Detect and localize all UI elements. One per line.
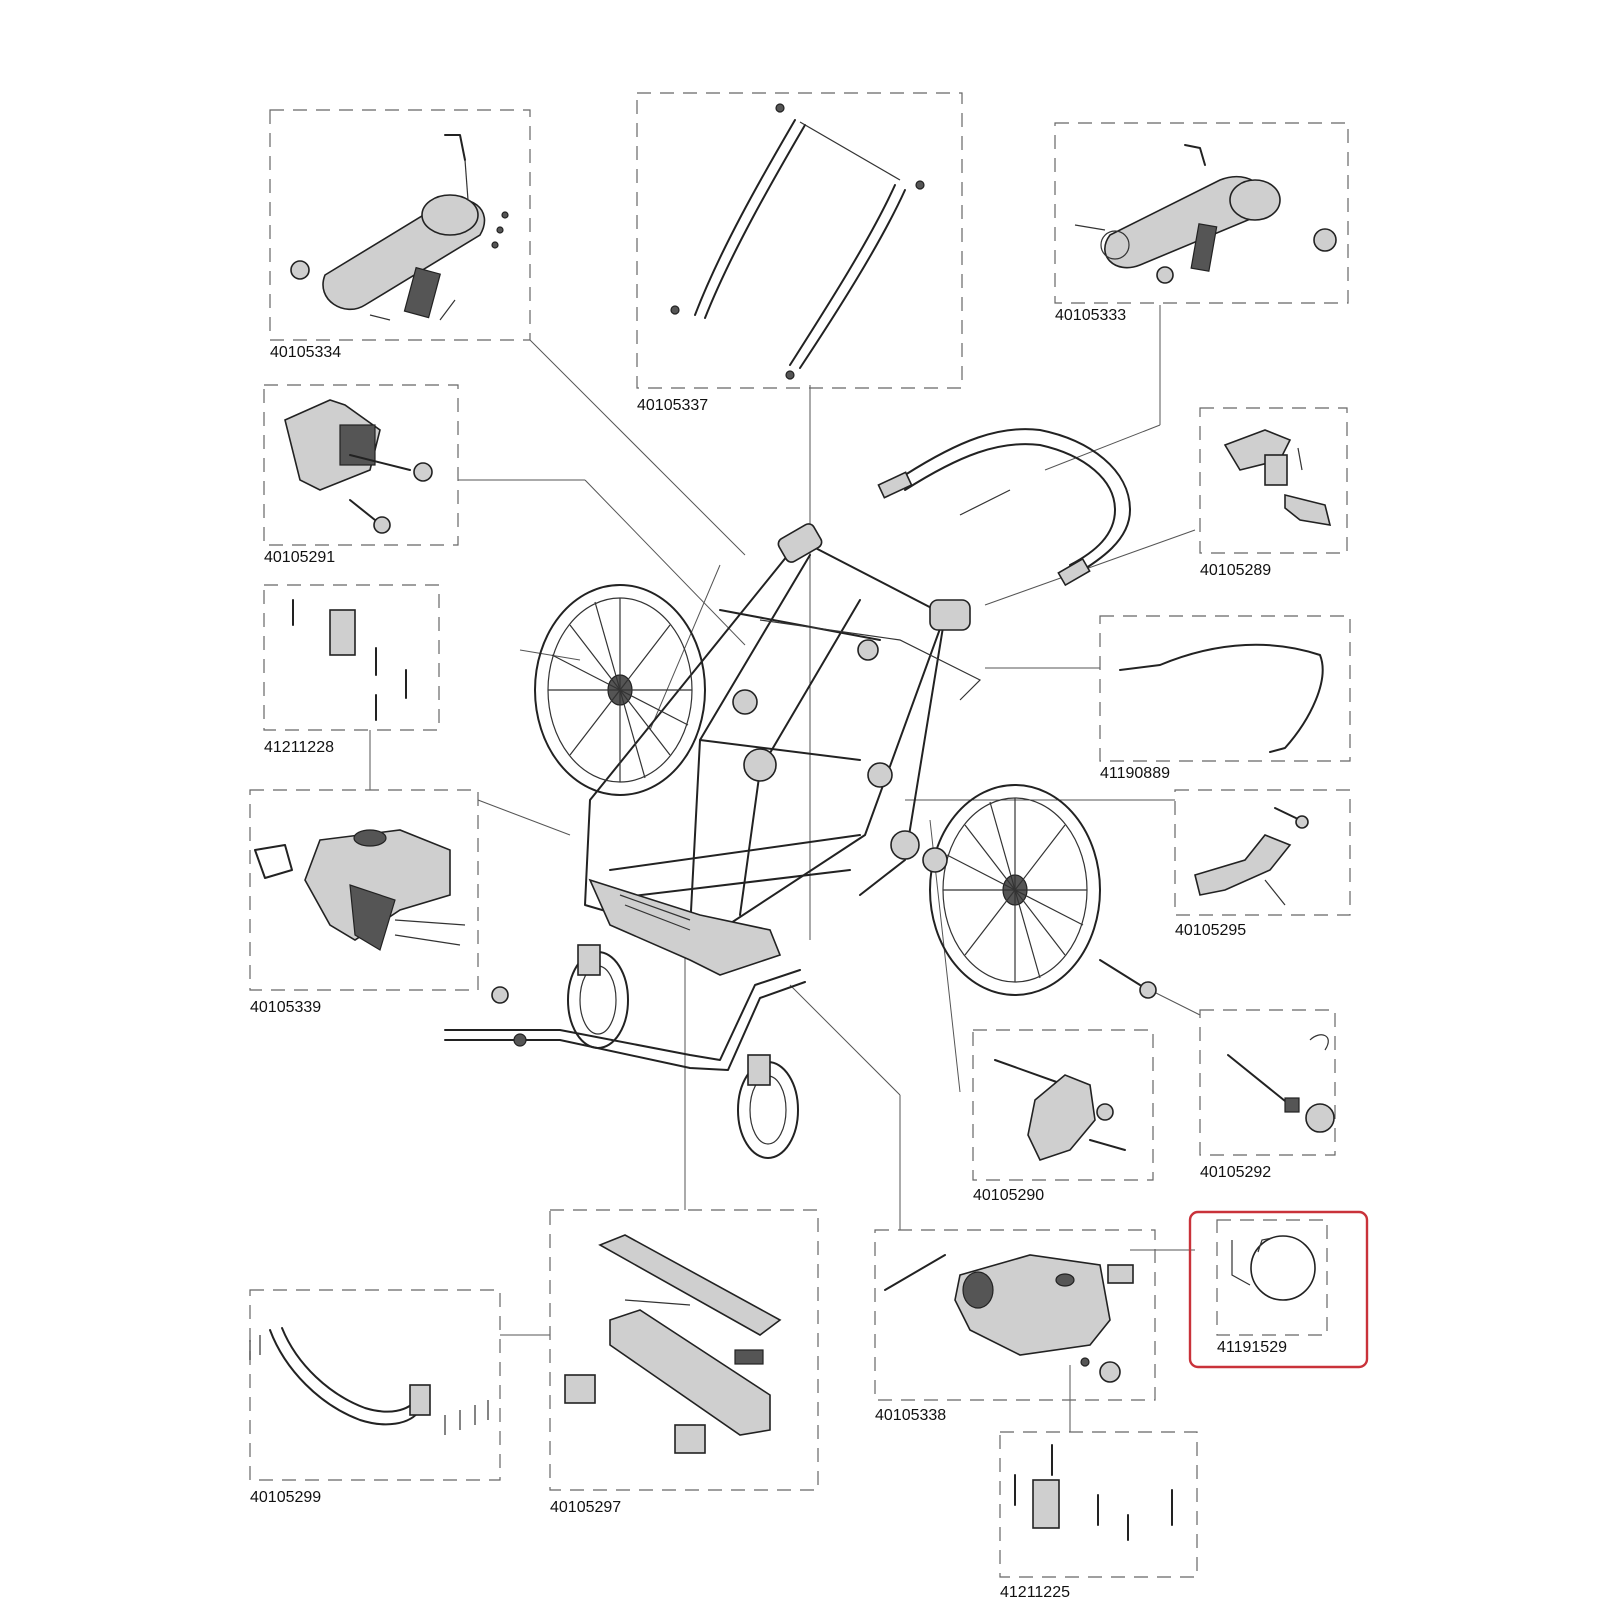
part-number-label: 41211225 xyxy=(1000,1584,1070,1600)
part-box-40105295[interactable]: 40105295 xyxy=(1174,789,1351,939)
part-number-label: 40105291 xyxy=(264,549,335,566)
part-box-40105334[interactable]: 40105334 xyxy=(269,109,531,361)
stroller-main-assembly xyxy=(444,428,1157,1159)
part-number-label: 40105338 xyxy=(875,1407,946,1424)
part-box-41191529[interactable]: 41191529 xyxy=(1188,1210,1369,1369)
part-number-label: 41211228 xyxy=(264,739,334,756)
part-number-label: 40105289 xyxy=(1200,562,1271,579)
part-box-40105290[interactable]: 40105290 xyxy=(972,1029,1154,1204)
hinge-arm-part xyxy=(1074,144,1337,284)
part-box-40105297[interactable]: 40105297 xyxy=(549,1209,819,1516)
part-box-40105337[interactable]: 40105337 xyxy=(636,92,963,414)
part-number-label: 40105299 xyxy=(250,1489,321,1506)
part-number-label: 41191529 xyxy=(1217,1339,1287,1356)
clip-part xyxy=(1223,429,1332,526)
front-panel-part xyxy=(564,1234,782,1454)
part-box-41190889[interactable]: 41190889 xyxy=(1099,615,1351,782)
brake-lever-part xyxy=(994,1059,1126,1161)
part-number-label: 40105333 xyxy=(1055,307,1126,324)
part-box-40105289[interactable]: 40105289 xyxy=(1199,407,1348,579)
right-housing-part xyxy=(884,1254,1134,1383)
brake-bracket-part xyxy=(284,399,433,534)
part-number-label: 41190889 xyxy=(1100,765,1170,782)
rod-part xyxy=(1119,643,1324,753)
hardware-kit-part xyxy=(292,599,407,721)
part-number-label: 40105339 xyxy=(250,999,321,1016)
part-number-label: 40105334 xyxy=(270,344,341,361)
arm-bracket-part xyxy=(290,134,509,321)
part-box-41211225[interactable]: 41211225 xyxy=(999,1431,1198,1600)
left-housing-part xyxy=(254,829,466,951)
part-number-label: 40105290 xyxy=(973,1187,1044,1204)
part-box-40105333[interactable]: 40105333 xyxy=(1054,122,1349,324)
part-number-label: 40105295 xyxy=(1175,922,1246,939)
axle-pin-part xyxy=(1227,1034,1335,1133)
end-cap-part xyxy=(1231,1235,1316,1301)
part-box-40105339[interactable]: 40105339 xyxy=(249,789,479,1016)
small-bracket-part xyxy=(1194,807,1309,906)
part-number-label: 40105297 xyxy=(550,1499,621,1516)
leader-lines xyxy=(369,305,1201,1432)
hardware-kit-part xyxy=(1014,1444,1173,1541)
part-box-40105299[interactable]: 40105299 xyxy=(249,1289,501,1506)
part-number-label: 40105292 xyxy=(1200,1164,1271,1181)
highlight-frame xyxy=(1188,1210,1369,1369)
push-bar-part xyxy=(670,103,925,380)
part-box-40105292[interactable]: 40105292 xyxy=(1199,1009,1336,1181)
bumper-bar-part xyxy=(249,1327,489,1435)
part-box-41211228[interactable]: 41211228 xyxy=(263,584,440,756)
part-box-40105291[interactable]: 40105291 xyxy=(263,384,459,566)
part-number-label: 40105337 xyxy=(637,397,708,414)
part-box-40105338[interactable]: 40105338 xyxy=(874,1229,1156,1424)
